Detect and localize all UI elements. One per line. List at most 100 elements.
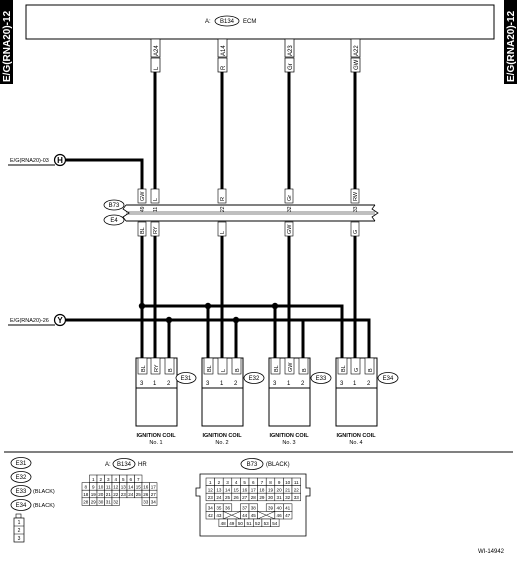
pin-number: 53 (264, 521, 270, 526)
b73-pin: 11 (153, 207, 159, 212)
side-tab-left-label: E/G(RNA20)-12 (2, 10, 13, 82)
coil-body (201, 387, 244, 427)
coil-pin: 3 (140, 381, 144, 387)
legend-connector-id: E33 (16, 489, 27, 495)
pin-number: 18 (259, 487, 265, 492)
pin-number: 54 (272, 521, 278, 526)
ecm-connector-id: B134 (220, 19, 235, 25)
side-tab-right (504, 0, 517, 84)
coil-pin: 1 (353, 381, 357, 387)
pin-number: 16 (143, 484, 149, 489)
pin-number: 34 (208, 506, 214, 511)
e4-badge (103, 214, 125, 226)
ecm-pin: A14 (221, 45, 227, 56)
ecm-pin-box (217, 38, 228, 58)
coil-connector-id: E34 (383, 376, 394, 382)
coil-name: IGNITION COIL (136, 433, 176, 439)
e4-wire: BL (140, 227, 146, 234)
pin-number: 8 (84, 484, 87, 489)
coil-connector-id: E32 (249, 376, 260, 382)
pin-number: 19 (91, 492, 97, 497)
ignition-coil-4: BL G B 3 1 2 E34 IGNITION COIL No. 4 (335, 357, 399, 446)
ecm-wire-color: R (221, 65, 227, 70)
link-y-letter: Y (57, 316, 63, 325)
pin-number: 34 (151, 500, 157, 505)
legend-ecm-suffix: HR (138, 462, 147, 468)
side-tab-left (0, 0, 13, 84)
b73-wire: R (220, 197, 226, 201)
pin-number: 6 (129, 477, 132, 482)
pin-number: 46 (277, 513, 283, 518)
pin-number: 11 (106, 484, 111, 489)
coil-body (268, 387, 311, 427)
pin-number: 18 (83, 492, 89, 497)
blank-pin-mark (223, 511, 241, 520)
pin-number: 48 (221, 521, 227, 526)
splice-points (138, 302, 279, 324)
b73-pin-numbers: 49 11 22 32 33 (140, 206, 359, 212)
ignition-coil-3: BL GW B 3 1 2 E33 IGNITION COIL No. 3 (268, 357, 332, 446)
pin-number: 47 (285, 513, 291, 518)
pin-number: 45 (251, 513, 257, 518)
pin-number: 28 (251, 495, 257, 500)
link-y-circle (53, 313, 67, 327)
ecm-wire-color: L (154, 66, 160, 70)
pin-number: 6 (252, 480, 255, 485)
pin-number: 13 (216, 487, 222, 492)
coil-pin: 3 (206, 381, 210, 387)
pin-number: 4 (235, 480, 238, 485)
diagram-id: WI-14942 (478, 549, 505, 555)
pin-number: 12 (208, 487, 214, 492)
pin-number: 11 (294, 480, 299, 485)
e4-wire: GW (287, 224, 293, 234)
pin-number: 27 (242, 495, 248, 500)
coil-connector-id: E31 (181, 376, 192, 382)
coil-wire: GW (288, 362, 294, 372)
coil-pin: 3 (273, 381, 277, 387)
coil-wire: BL (141, 365, 147, 372)
ecm-pin: A23 (288, 45, 294, 56)
link-h-circle (53, 153, 67, 167)
b73-wire: L (153, 198, 159, 201)
coil-body (135, 387, 178, 427)
pin-number: 49 (229, 521, 235, 526)
coil-wire: BL (207, 365, 213, 372)
b73-badge (103, 199, 125, 211)
legend-connector-list: E31 E32 E33 (BLACK) E34 (BLACK) (10, 457, 55, 511)
pin-cell (111, 497, 120, 506)
blank-pin-mark (257, 511, 275, 520)
pin-number: 35 (216, 506, 222, 511)
pin-number: 17 (151, 484, 157, 489)
pin-number: 1 (209, 480, 212, 485)
coil-name: IGNITION COIL (269, 433, 309, 439)
legend-ecm-id: B134 (117, 462, 132, 468)
pin-number: 22 (294, 487, 300, 492)
legend-small-pin: 2 (18, 528, 21, 534)
coil-pin: 2 (367, 381, 371, 387)
pin-number: 4 (114, 477, 117, 482)
pin-number: 27 (151, 492, 157, 497)
legend-connector-id: E32 (16, 475, 27, 481)
coil-connector-id: E33 (316, 376, 327, 382)
coil-pin: 3 (340, 381, 344, 387)
link-h-text: E/G(RNA20)-03 (10, 158, 49, 164)
side-tab-right-label: E/G(RNA20)-12 (506, 10, 517, 82)
pin-number: 31 (106, 500, 112, 505)
pin-cell (270, 518, 280, 527)
pin-number: 26 (143, 492, 149, 497)
e4-wire-labels: BL RY L GW G (137, 221, 360, 237)
legend-b73-id: B73 (247, 462, 258, 468)
coil-wire: B (168, 368, 174, 372)
pin-number: 20 (98, 492, 104, 497)
coil-wire: B (235, 368, 241, 372)
b73-wire: Gr (287, 195, 293, 201)
ecm-label: ECM (243, 19, 256, 25)
b73-wire: RW (353, 191, 359, 201)
link-y-text: E/G(RNA20)-26 (10, 318, 49, 324)
pin-number: 39 (268, 506, 274, 511)
pin-number: 15 (136, 484, 142, 489)
e4-label: E4 (110, 218, 118, 224)
ecm-connector-badge (214, 15, 240, 27)
coil-pin: 2 (234, 381, 238, 387)
